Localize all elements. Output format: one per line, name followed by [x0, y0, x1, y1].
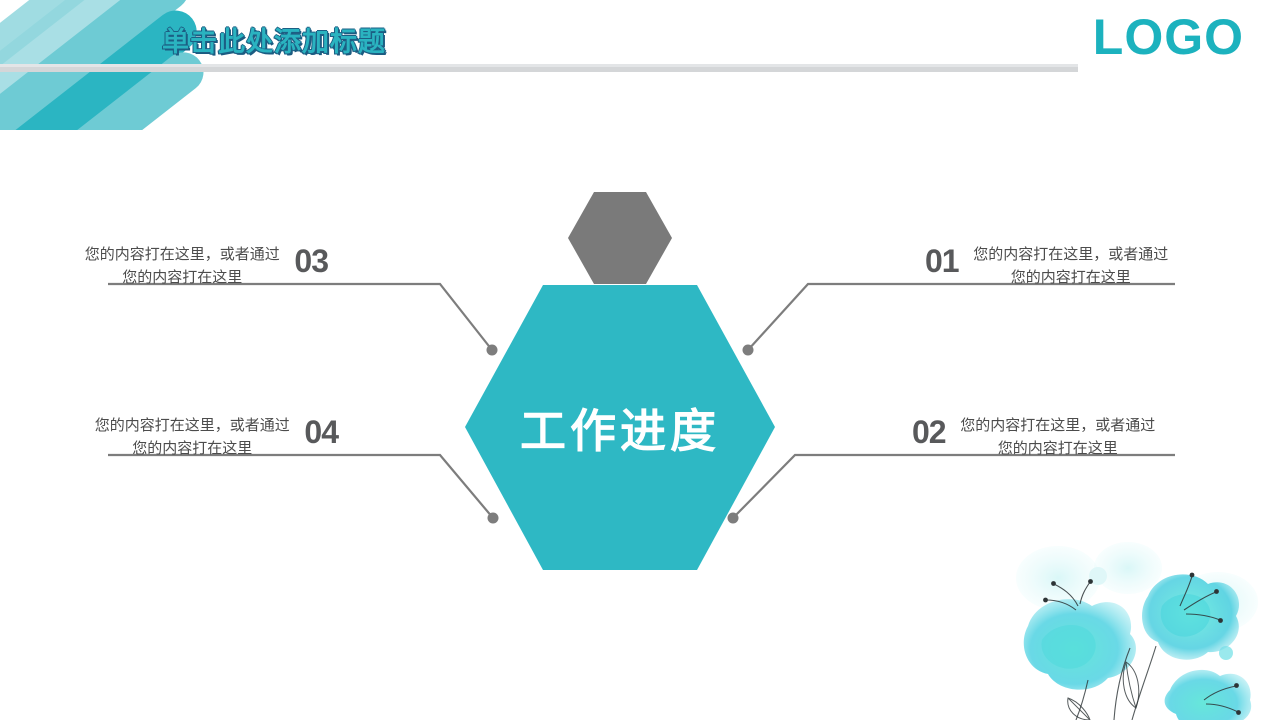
callout-number-01: 01: [925, 243, 960, 279]
logo: LOGO: [1092, 9, 1244, 65]
flower-blotch-1: [1016, 546, 1100, 610]
decorative-flowers: [980, 540, 1280, 720]
callout-04[interactable]: 04 您的内容打在这里，或者通过您的内容打在这里: [88, 414, 339, 461]
callout-text-04: 您的内容打在这里，或者通过您的内容打在这里: [94, 417, 290, 458]
callout-text-03: 您的内容打在这里，或者通过您的内容打在这里: [84, 246, 280, 287]
callout-01[interactable]: 01 您的内容打在这里，或者通过您的内容打在这里: [925, 243, 1175, 290]
callout-number-02: 02: [912, 414, 947, 450]
callout-text-01: 您的内容打在这里，或者通过您的内容打在这里: [973, 246, 1169, 287]
callout-text-02: 您的内容打在这里，或者通过您的内容打在这里: [960, 417, 1156, 458]
accent-hexagon-gray: [568, 192, 672, 284]
center-hexagon[interactable]: 工作进度: [465, 285, 775, 570]
connector-line-01: [747, 282, 960, 351]
callout-number-03: 03: [294, 243, 329, 279]
callout-03[interactable]: 03 您的内容打在这里，或者通过您的内容打在这里: [78, 243, 329, 290]
callout-02[interactable]: 02 您的内容打在这里，或者通过您的内容打在这里: [912, 414, 1162, 461]
deco-bar-5: [0, 0, 175, 96]
flowers-svg: [1016, 542, 1258, 720]
flower-bottom: [1164, 669, 1252, 720]
page-title: 单击此处添加标题: [162, 27, 386, 57]
connector-line-03: [108, 282, 493, 351]
flower-left: [1023, 579, 1136, 690]
gray-hexagon-svg: [568, 192, 672, 284]
connector-line-04: [108, 453, 494, 519]
flower-right: [1142, 572, 1240, 660]
flower-blotch-2: [1094, 542, 1162, 594]
center-hexagon-svg: [465, 285, 775, 570]
flower-leaves: [1067, 661, 1140, 720]
flower-blotch-3: [1178, 572, 1258, 632]
header-divider: [0, 64, 1078, 72]
flower-blotch-4: [1089, 567, 1107, 585]
callout-number-04: 04: [304, 414, 339, 450]
flower-blotch-5: [1219, 646, 1233, 660]
flower-stems: [1075, 645, 1157, 720]
header-divider-highlight: [0, 64, 1078, 67]
